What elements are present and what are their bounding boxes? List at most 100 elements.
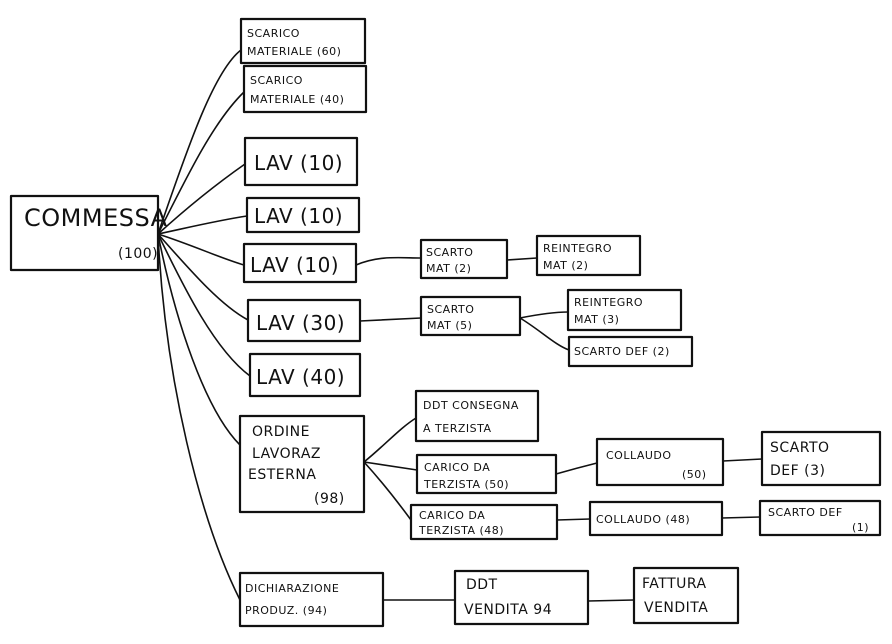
node-dichiarazione-line1: DICHIARAZIONE <box>245 582 339 595</box>
node-scarico-materiale-60-line2: MATERIALE (60) <box>247 45 341 58</box>
node-lav-10-a-label: LAV (10) <box>254 151 343 175</box>
node-scarto-mat-2-line2: MAT (2) <box>426 262 471 275</box>
node-scarto-def-3: SCARTO DEF (3) <box>760 430 882 487</box>
edge-lav30-scarto5 <box>359 317 422 322</box>
node-collaudo-50-line1: COLLAUDO <box>606 449 672 462</box>
node-fattura-box <box>632 566 740 625</box>
edge-root-lav10b <box>157 215 248 235</box>
edge-collaudo50-scartodef3 <box>722 458 763 462</box>
node-collaudo-50-line2: (50) <box>682 468 707 481</box>
node-scarico-materiale-40-line2: MATERIALE (40) <box>250 93 344 106</box>
node-ddt-vendita-line2: VENDITA 94 <box>464 602 552 618</box>
node-scarto-def-3-line2: DEF (3) <box>770 463 825 479</box>
node-scarico-materiale-40-box <box>242 64 368 114</box>
node-carico-terzista-50: CARICO DA TERZISTA (50) <box>415 453 558 495</box>
node-lav-30-box <box>246 298 362 343</box>
node-carico-terzista-48: CARICO DA TERZISTA (48) <box>409 503 559 541</box>
node-commessa-qty: (100) <box>118 246 158 262</box>
node-dichiarazione-box <box>238 571 385 628</box>
node-ddt-vendita-box <box>453 569 590 626</box>
node-ordine-line2: LAVORAZ <box>252 446 321 462</box>
edge-root-dichiarazione <box>157 233 241 601</box>
node-reintegro-mat-2-line1: REINTEGRO <box>543 242 612 255</box>
node-fattura-vendita: FATTURA VENDITA <box>632 566 740 625</box>
edge-ordine-carico50 <box>363 461 418 471</box>
edge-root-scarico60 <box>157 49 242 235</box>
edge-ddtvendita-fattura <box>587 599 635 602</box>
edge-carico48-collaudo48 <box>556 518 591 521</box>
node-ddt-vendita: DDT VENDITA 94 <box>453 569 590 626</box>
node-ordine-lavorazione-esterna: ORDINE LAVORAZ ESTERNA (98) <box>238 414 366 514</box>
node-lav-10-c-box <box>242 242 358 284</box>
edge-ordine-ddtconsegna <box>363 417 417 463</box>
node-commessa-label: COMMESSA <box>24 204 168 232</box>
node-ddt-vendita-line1: DDT <box>466 577 498 593</box>
node-scarico-materiale-60: SCARICO MATERIALE (60) <box>239 17 367 65</box>
node-lav-10-b-box <box>245 196 361 234</box>
node-scarto-mat-5: SCARTO MAT (5) <box>419 295 522 337</box>
edge-scarto5-scartodef2 <box>519 317 570 351</box>
node-reintegro-mat-3-line2: MAT (3) <box>574 313 619 326</box>
edges <box>157 49 763 602</box>
node-scarto-mat-2-line1: SCARTO <box>426 246 473 259</box>
node-lav-10-a: LAV (10) <box>243 136 359 187</box>
node-lav-30-label: LAV (30) <box>256 311 345 335</box>
node-collaudo-48-box <box>588 500 724 537</box>
node-reintegro-mat-3-line1: REINTEGRO <box>574 296 643 309</box>
node-scarico-materiale-40-line1: SCARICO <box>250 74 303 87</box>
node-lav-40-label: LAV (40) <box>256 365 345 389</box>
node-scarto-mat-2-box <box>419 238 509 280</box>
node-collaudo-48-label: COLLAUDO (48) <box>596 513 690 526</box>
node-scarto-def-1-line2: (1) <box>852 521 869 534</box>
node-scarto-def-1-box <box>758 499 882 537</box>
node-dichiarazione-produzione: DICHIARAZIONE PRODUZ. (94) <box>238 571 385 628</box>
node-scarto-def-2-label: SCARTO DEF (2) <box>574 345 670 358</box>
node-ordine-line3: ESTERNA <box>248 467 316 483</box>
node-carico-terzista-50-line2: TERZISTA (50) <box>423 478 509 491</box>
node-ddt-consegna-box <box>414 389 540 443</box>
node-lav-10-c: LAV (10) <box>242 242 358 284</box>
node-scarto-mat-5-box <box>419 295 522 337</box>
node-scarto-mat-2: SCARTO MAT (2) <box>419 238 509 280</box>
node-fattura-line1: FATTURA <box>642 576 707 592</box>
node-lav-40-box <box>248 352 362 398</box>
node-scarto-def-1-line1: SCARTO DEF <box>768 506 843 519</box>
node-ordine-line1: ORDINE <box>252 424 310 440</box>
node-reintegro-mat-3-box <box>566 288 683 332</box>
node-lav-10-c-label: LAV (10) <box>250 253 339 277</box>
edge-ordine-carico48 <box>363 461 412 521</box>
node-scarico-materiale-60-line1: SCARICO <box>247 27 300 40</box>
edge-scarto5-reintegro3 <box>519 311 569 319</box>
node-commessa: COMMESSA (100) <box>9 194 168 272</box>
node-commessa-box <box>9 194 160 272</box>
edge-carico50-collaudo50 <box>555 462 598 475</box>
node-ddt-consegna-line1: DDT CONSEGNA <box>423 399 519 412</box>
edge-root-lav10c <box>157 233 245 266</box>
node-dichiarazione-line2: PRODUZ. (94) <box>245 604 327 617</box>
node-scarto-mat-5-line2: MAT (5) <box>427 319 472 332</box>
node-scarto-def-2-box <box>567 335 694 368</box>
edge-lav10c-scarto2 <box>355 256 422 266</box>
node-lav-10-b: LAV (10) <box>245 196 361 234</box>
node-lav-10-b-label: LAV (10) <box>254 204 343 228</box>
node-carico-terzista-48-line1: CARICO DA <box>419 509 485 522</box>
edge-root-scarico40 <box>157 91 245 235</box>
node-ordine-line4: (98) <box>314 491 345 507</box>
edge-collaudo48-scartodef1 <box>721 516 761 519</box>
node-lav-30: LAV (30) <box>246 298 362 343</box>
edge-root-lav40 <box>157 233 251 377</box>
node-collaudo-48: COLLAUDO (48) <box>588 500 724 537</box>
node-reintegro-mat-3: REINTEGRO MAT (3) <box>566 288 683 332</box>
node-scarico-materiale-60-box <box>239 17 367 65</box>
node-carico-terzista-48-box <box>409 503 559 541</box>
edge-root-lav10a <box>157 163 246 235</box>
node-carico-terzista-48-line2: TERZISTA (48) <box>418 524 504 537</box>
node-scarto-def-2: SCARTO DEF (2) <box>567 335 694 368</box>
node-reintegro-mat-2-box <box>535 234 642 277</box>
edge-root-lav30 <box>157 233 249 321</box>
node-ddt-consegna: DDT CONSEGNA A TERZISTA <box>414 389 540 443</box>
node-lav-10-a-box <box>243 136 359 187</box>
node-ordine-box <box>238 414 366 514</box>
node-scarico-materiale-40: SCARICO MATERIALE (40) <box>242 64 368 114</box>
node-reintegro-mat-2-line2: MAT (2) <box>543 259 588 272</box>
